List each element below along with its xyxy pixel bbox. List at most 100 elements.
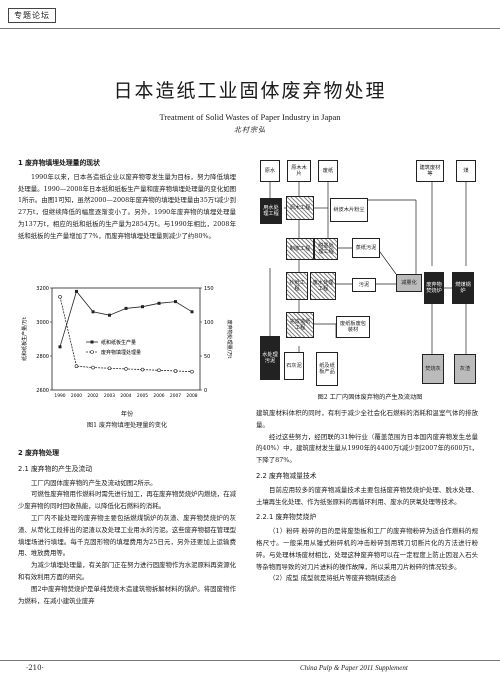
x-tick-label: 2007 [170, 393, 181, 399]
figure-2-connectors [269, 182, 467, 354]
landfill-point [190, 369, 194, 374]
right-p5: （2）成型 成型就是将纸片等废弃物制成适合 [269, 574, 397, 583]
right-p2: 经过这些努力，经团联的31种行业（覆盖范围为日本国内废弃物发生总量的40%）中，… [256, 432, 478, 465]
legend-marker-production [90, 340, 94, 344]
node-finishing: 完成造纸工程 [286, 312, 314, 338]
node-product: 纸及纸板产品 [316, 352, 338, 386]
left-tick-label: 2600 [36, 388, 49, 394]
legend-marker-landfill [90, 350, 94, 354]
x-tick-label: 2002 [87, 393, 98, 399]
right-p1: 建筑废材料体积的同时，有利于减少全社会化石燃料的消耗和温室气体的排放量。 [256, 409, 478, 429]
right-tick-label: 50 [204, 354, 210, 360]
x-tick-label: 2006 [153, 393, 164, 399]
node-incinerator: 废弃物焚烧炉 [424, 272, 444, 304]
node-wood-prep: 调木工程 [286, 196, 314, 220]
x-tick-label: 2000 [71, 393, 82, 399]
left-tick-label: 3200 [36, 286, 49, 292]
node-packaging-waste: 废纸板废包装材 [336, 316, 370, 338]
node-bark-dust: 树皮木片粉尘 [330, 198, 368, 222]
node-logs-chips: 原木木片 [287, 160, 311, 182]
figure-2-caption: 图2 工厂内固体废弃物的产生及流动图 [317, 394, 423, 401]
section-2-1-heading: 2.1 废弃物的产生及流动 [18, 464, 93, 473]
paper-production-point [157, 301, 161, 305]
right-p3: 目前应用较多的废弃物减量技术主要包括废弃物焚烧炉处理、脱水处理、土壤再生化处理、… [256, 485, 478, 506]
left-tick-label: 2800 [36, 354, 49, 360]
node-water-treatment: 用水处理工程 [260, 198, 282, 224]
section-2-2-heading: 2.2 废弃物减量技术 [256, 471, 317, 480]
figure-2: 原水 原木木片 废纸 建筑废材等 煤 用水处理工程 调木工程 树皮木片粉尘 制浆… [256, 156, 484, 404]
section-2: 2 废弃物处理 2.1 废弃物的产生及流动 工厂内固体废弃物的产生及流动如图2所… [18, 444, 236, 607]
x-tick-label: 2008 [186, 393, 197, 399]
node-raw-water: 原水 [260, 160, 280, 182]
node-construction-waste: 建筑废材等 [416, 160, 444, 182]
figure-1-xlabel: 年份 [120, 411, 134, 418]
journal-name: China Pulp & Paper 2011 Supplement [300, 664, 408, 672]
landfill-point [140, 367, 145, 372]
landfill-point [124, 367, 128, 371]
section-2-p4: 为减少填埋处理量，有关部门正在努力进行固废物作为水泥原料再资源化和有效利用方面的… [18, 561, 236, 581]
section-1-paragraph: 1990年以来，日本各造纸企业以废弃物零发生量为目标，努力降低填埋处理量。199… [18, 172, 236, 240]
series-paper-production-line [59, 290, 193, 347]
node-deinking: 脱墨处理工程 [314, 238, 338, 260]
node-boiler-ash: 灰渣 [454, 354, 476, 384]
x-tick-label: 1990 [54, 393, 65, 399]
paper-production-point [124, 306, 128, 310]
section-1: 1 废弃物填埋处理量的现状 1990年以来，日本各造纸企业以废弃物零发生量为目标… [18, 154, 236, 243]
right-tick-label: 100 [204, 320, 214, 326]
node-coal: 煤 [456, 160, 476, 182]
node-reduction: 减量化 [396, 274, 422, 292]
y-axis-label-right: 废弃物处理量/万t [226, 320, 233, 359]
node-coal-boiler: 燃煤锅炉 [452, 272, 474, 304]
author: 北村宗弘 [234, 126, 266, 134]
x-tick-label: 2004 [120, 393, 131, 399]
right-column: 建筑废材料体积的同时，有利于减少全社会化石燃料的消耗和温室气体的排放量。 经过这… [256, 408, 478, 585]
node-water-sludge: 水处理污泥 [260, 336, 280, 380]
column-tag: 专题论坛 [8, 8, 56, 23]
figure-1: 3200 3000 2800 2600 150 100 50 0 1990 2000 2002 200… [18, 282, 236, 429]
header-rule [0, 28, 500, 29]
right-tick-label: 0 [204, 388, 207, 394]
left-tick-label: 3000 [36, 320, 49, 326]
section-2-p1: 工厂内固体废弃物的产生及流动如图2所示。 [31, 478, 157, 487]
node-pulping: 制浆工程 [286, 238, 314, 260]
right-p4: （1）粉碎 粉碎的目的是将废垫板和工厂的废弃物粉碎为适合作燃料的规格尺寸。一般采… [256, 527, 478, 571]
paper-production-point [75, 289, 78, 293]
x-tick-label: 2005 [137, 393, 148, 399]
y-axis-label-left: 纸和纸板生产量/万t [21, 317, 28, 361]
section-2-p3: 工厂内不能处理的废弃物主要包括燃煤锅炉的灰渣、废弃物焚烧炉的灰渣、从苛化工段排出… [18, 513, 236, 558]
node-paper-making: 抄纸工程 [286, 272, 308, 300]
landfill-point [91, 365, 95, 370]
section-2-p5: 图2中废弃物焚烧炉是单纯焚烧木造建筑物拆解材料的锅炉。将固废物作为燃料，在减小建… [18, 584, 236, 605]
legend-label-production: 纸和纸板生产量 [101, 339, 136, 346]
paper-production-point [58, 345, 62, 349]
article-title: 日本造纸工业固体废弃物处理 [113, 80, 387, 102]
node-lime-mud: 石灰泥 [284, 352, 304, 380]
landfill-point [58, 295, 62, 299]
section-2-heading: 2 废弃物处理 [18, 449, 60, 457]
node-sludge: 污泥 [352, 278, 376, 292]
node-wastewater-treatment: 废水处理工程 [310, 272, 336, 300]
node-waste-paper: 废纸 [318, 160, 338, 182]
paper-production-point [190, 310, 194, 314]
x-tick-label: 2003 [104, 393, 115, 399]
page-number: ·210· [26, 664, 44, 672]
landfill-point [173, 369, 178, 373]
paper-production-point [141, 305, 144, 309]
footer-rule [0, 660, 500, 661]
right-tick-label: 150 [204, 286, 214, 292]
node-deink-sludge: 蒸纸污泥 [352, 238, 380, 258]
legend-label-landfill: 废弃物填埋处理量 [101, 349, 141, 356]
section-1-heading: 1 废弃物填埋处理量的现状 [18, 159, 100, 167]
section-2-p2: 可燃性废弃物用作燃料时需先进行加工，再在废弃物焚烧炉内燃烧，在减少废弃物的同时回… [18, 490, 236, 511]
paper-production-point [108, 313, 111, 317]
landfill-point [74, 364, 79, 368]
english-title: Treatment of Solid Wastes of Paper Indus… [159, 112, 341, 122]
landfill-point [157, 368, 161, 373]
figure-1-caption: 图1 废弃物填埋处理量的变化 [86, 422, 168, 429]
paper-production-point [91, 310, 95, 314]
section-2-2-1-heading: 2.2.1 废弃物焚烧炉 [256, 513, 317, 522]
node-incinerator-ash: 焚烧灰 [422, 354, 444, 384]
paper-production-point [174, 300, 177, 304]
figure-1-chart: 3200 3000 2800 2600 150 100 50 0 1990 2000 2002 200… [21, 286, 233, 399]
plot-frame [51, 287, 201, 391]
